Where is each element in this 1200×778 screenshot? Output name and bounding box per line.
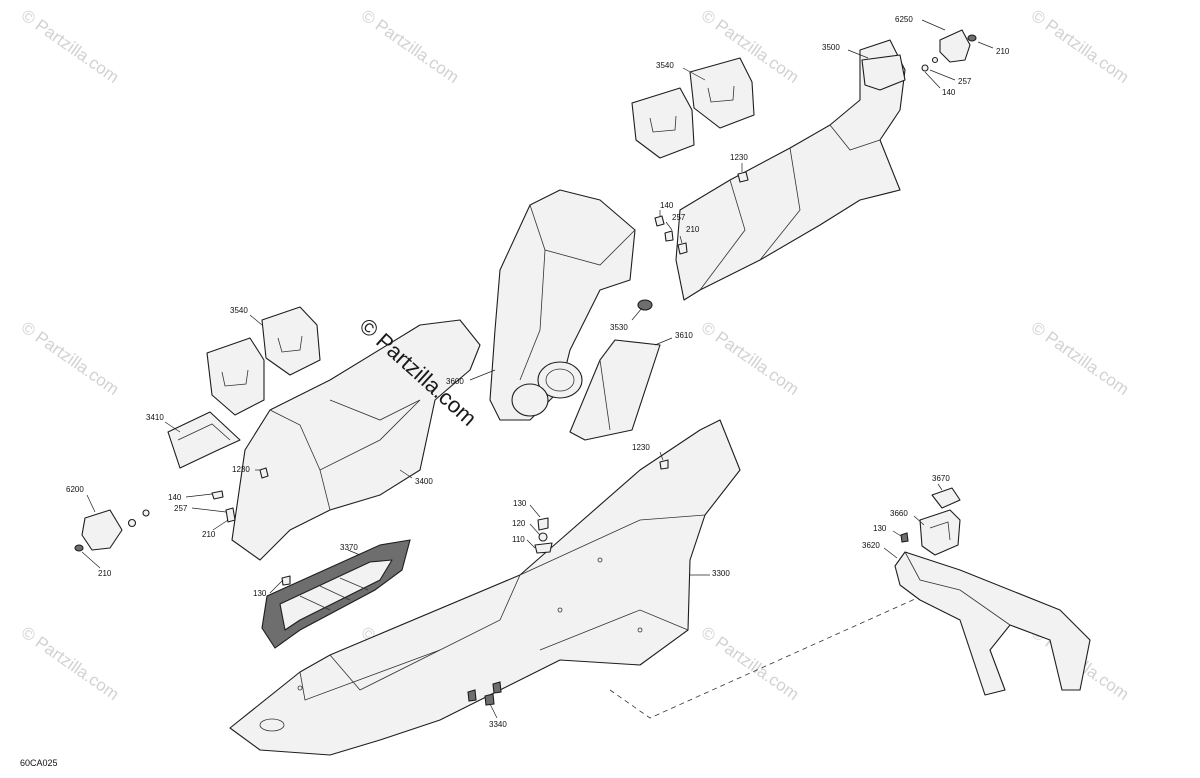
part-6250-bracket [921,29,977,72]
callout-3540-left: 3540 [230,306,248,315]
part-3540-top-pads [631,57,755,159]
callout-140-center: 140 [660,201,674,210]
fasteners-center-group [534,171,749,554]
callout-3610: 3610 [675,331,693,340]
assembly-guide-line [609,589,936,719]
part-3530-grommet [637,299,653,311]
watermark: © Partzilla.com [18,623,123,704]
fastener-right [900,532,909,543]
callout-140-left: 140 [168,493,182,502]
part-3300-floor-panel [229,419,741,756]
callout-3660: 3660 [890,509,908,518]
callout-3410: 3410 [146,413,164,422]
callout-3500: 3500 [822,43,840,52]
part-3370-grille [261,539,411,649]
callout-6250: 6250 [895,15,913,24]
part-3410-panel [167,411,241,469]
watermark: © Partzilla.com [1028,6,1133,87]
callout-257-center: 257 [672,213,686,222]
part-3620-bracket [894,551,1091,696]
watermark: © Partzilla.com [358,6,463,87]
callout-110: 110 [512,535,525,544]
callout-1230-center: 1230 [632,443,650,452]
callout-3670: 3670 [932,474,950,483]
part-3600-duct [489,189,636,421]
callout-3400: 3400 [415,477,433,486]
callout-210-left-a: 210 [202,530,216,539]
callout-3600: 3600 [446,377,464,386]
callout-120: 120 [512,519,526,528]
callout-140: 140 [942,88,956,97]
callout-3370: 3370 [340,543,358,552]
part-3400-console-housing [231,319,481,561]
part-3540-left-pads [206,306,321,416]
callout-130-left: 130 [253,589,267,598]
fasteners-left-group [127,467,291,586]
part-3340-clips [467,681,502,706]
callout-130-right: 130 [873,524,887,533]
part-6200-bracket [74,509,123,552]
callout-3530: 3530 [610,323,628,332]
watermark: © Partzilla.com [1028,318,1133,399]
watermark: © Partzilla.com [18,6,123,87]
part-3500-upper-duct [675,39,906,301]
part-3610-panel [569,339,661,441]
part-3660-block [919,509,961,556]
callout-257-left: 257 [174,504,188,513]
callout-257: 257 [958,77,972,86]
callout-3340: 3340 [489,720,507,729]
callout-210-left-b: 210 [98,569,112,578]
diagram-code: 60CA025 [20,758,58,768]
callout-labels: 6250 210 3500 257 140 3540 1230 140 257 … [66,15,1010,729]
watermark: © Partzilla.com [18,318,123,399]
callout-1230-top: 1230 [730,153,748,162]
callout-3300: 3300 [712,569,730,578]
watermark: © Partzilla.com [698,318,803,399]
callout-130-center: 130 [513,499,527,508]
part-3670-cover [931,487,961,509]
callout-210: 210 [996,47,1010,56]
callout-1230-left: 1230 [232,465,250,474]
callout-3540-top: 3540 [656,61,674,70]
callout-210-center: 210 [686,225,700,234]
watermark: © Partzilla.com [698,623,803,704]
callout-3620: 3620 [862,541,880,550]
callout-6200: 6200 [66,485,84,494]
leader-lines [81,19,994,719]
